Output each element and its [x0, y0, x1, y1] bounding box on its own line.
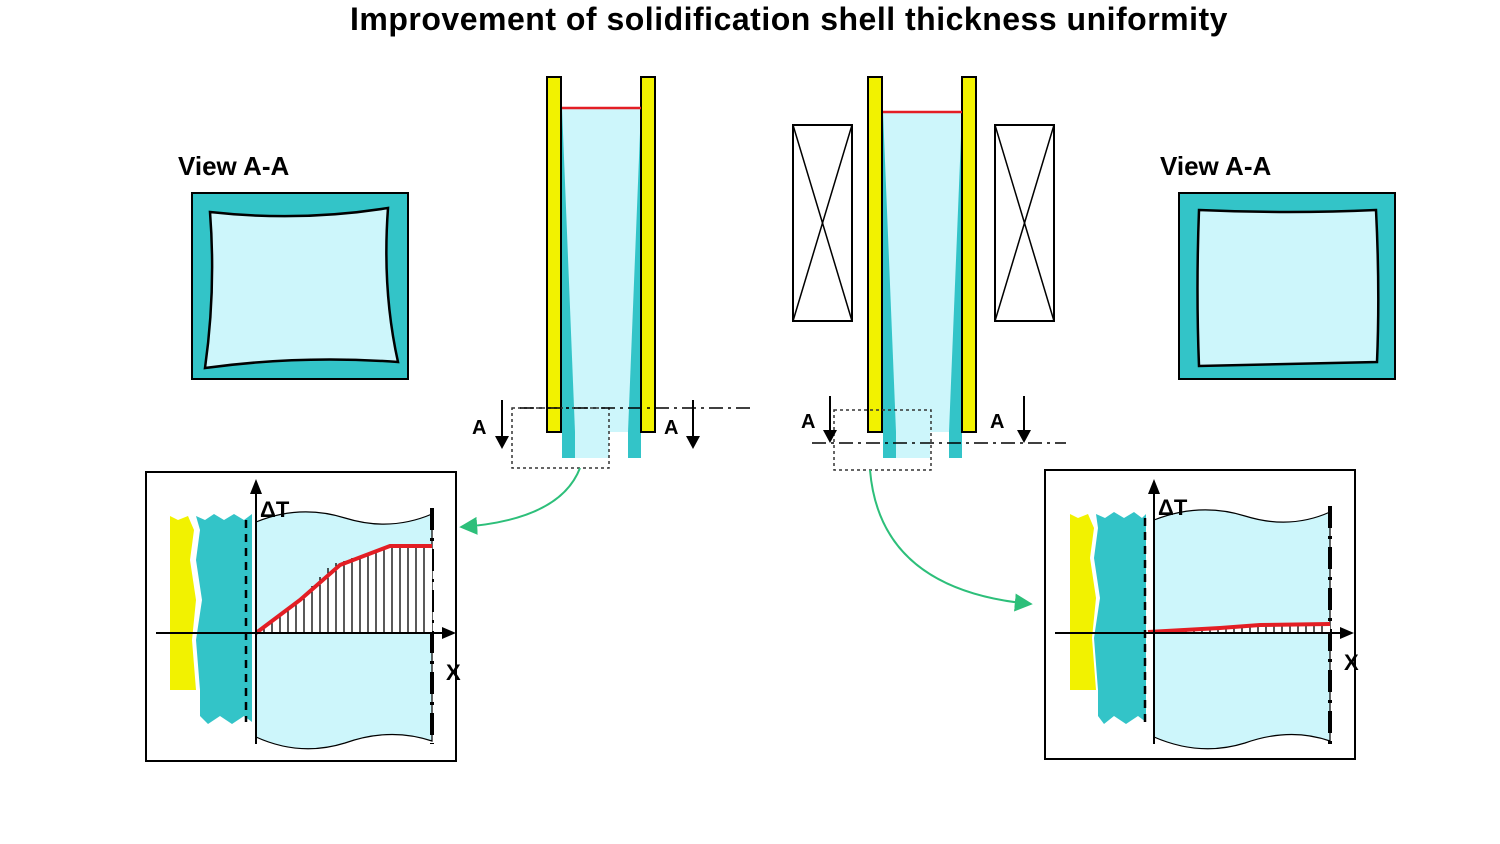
left-cross-section: View A-A — [178, 151, 409, 380]
left-temperature-graph: ΔT X — [145, 471, 461, 762]
right-mold: A A — [801, 76, 1066, 471]
right-detail-box — [833, 409, 932, 471]
left-shell-right — [628, 108, 641, 432]
right-cross-section: View A-A — [1160, 151, 1396, 380]
right-liquid-core — [1196, 208, 1380, 368]
left-graph-y-label: ΔT — [260, 497, 290, 522]
right-coil-left — [792, 124, 853, 322]
right-graph-y-label: ΔT — [1158, 495, 1188, 520]
left-mold: A A — [472, 76, 755, 469]
right-detail-arrow — [869, 469, 1033, 612]
right-mold-wall-left — [867, 76, 883, 433]
left-mold-wall-left — [546, 76, 562, 433]
left-graph-mold-wall — [170, 516, 196, 690]
right-section-marker-a: A — [801, 411, 815, 433]
right-temperature-graph: ΔT X — [1044, 469, 1359, 760]
right-shell-left — [883, 112, 896, 432]
left-graph-x-label: X — [446, 660, 461, 685]
right-graph-shell — [1094, 512, 1146, 724]
right-graph-mold-wall — [1070, 514, 1096, 690]
right-mold-wall-right — [961, 76, 977, 433]
right-section-marker-b: A — [990, 411, 1004, 433]
left-mold-wall-right — [640, 76, 656, 433]
left-graph-temperature-curve — [254, 544, 432, 635]
left-section-marker-a: A — [472, 417, 486, 439]
left-graph-shell — [196, 514, 252, 724]
left-view-label: View A-A — [178, 151, 289, 181]
right-shell-right — [949, 112, 962, 432]
left-section-marker-b: A — [664, 417, 678, 439]
right-coil-right — [994, 124, 1055, 322]
left-detail-arrow — [459, 467, 581, 535]
left-liquid-core — [203, 206, 400, 370]
left-graph-hatching — [263, 546, 425, 633]
right-view-label: View A-A — [1160, 151, 1271, 181]
right-graph-temperature-curve — [1147, 622, 1331, 634]
page-title: Improvement of solidification shell thic… — [350, 1, 1228, 37]
right-graph-x-label: X — [1344, 650, 1359, 675]
left-shell-left — [562, 108, 575, 432]
